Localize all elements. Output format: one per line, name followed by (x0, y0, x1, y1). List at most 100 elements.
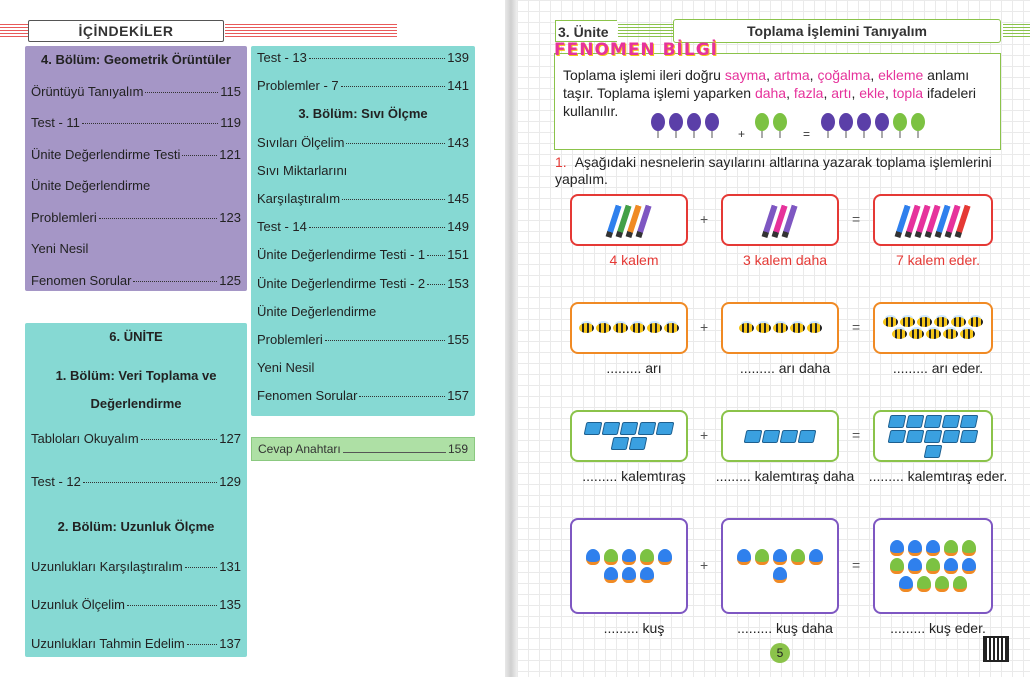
toc-entry-page: 123 (219, 210, 241, 225)
answer-label: ......... kuş (560, 620, 708, 636)
bee-icon (934, 317, 949, 327)
sharpener-icon (602, 422, 621, 435)
object-card (873, 194, 993, 246)
toc-entry-page: 151 (447, 247, 469, 262)
toc-entry-page: 141 (447, 78, 469, 93)
toc-entry-page: 115 (220, 84, 241, 99)
bee-icon (756, 323, 771, 333)
toc-entry[interactable]: Yeni Nesil (31, 241, 241, 256)
toc-heading: 3. Bölüm: Sıvı Ölçme (257, 106, 469, 121)
right-page: 3. Ünite Toplama İşlemini Tanıyalım Topl… (517, 0, 1030, 677)
sharpener-icon (942, 430, 961, 443)
answer-label: ......... kalemtıraş (560, 468, 708, 484)
object-card (721, 194, 839, 246)
balloon-icon (755, 113, 769, 138)
answer-label: ......... arı daha (711, 360, 859, 376)
bee-icon (613, 323, 628, 333)
toc-heading: 4. Bölüm: Geometrik Örüntüler (31, 52, 241, 67)
bee-icon (951, 317, 966, 327)
object-card (570, 302, 688, 354)
answer-label: ......... kalemtıraş eder. (863, 468, 1013, 484)
object-card (873, 302, 993, 354)
left-page: İÇİNDEKİLER 4. Bölüm: Geometrik Örüntüle… (0, 0, 505, 677)
bee-icon (630, 323, 645, 333)
toc-entry-label: 6. ÜNİTE (109, 329, 162, 344)
toc-entry[interactable]: Ünite Değerlendirme (257, 304, 469, 319)
toc-entry[interactable]: Sıvıları Ölçelim143 (257, 135, 469, 150)
bee-icon (960, 329, 975, 339)
toc-entry-label: 2. Bölüm: Uzunluk Ölçme (58, 519, 215, 534)
balloon-icon (651, 113, 665, 138)
toc-entry[interactable]: Test - 11119 (31, 115, 241, 130)
bird-icon (640, 549, 654, 565)
sharpener-icon (888, 415, 907, 428)
toc-entry-page: 131 (219, 559, 241, 574)
toc-entry[interactable]: Ünite Değerlendirme Testi - 2 153 (257, 276, 469, 291)
answer-label: 3 kalem daha (711, 252, 859, 268)
toc-entry-label: Karşılaştıralım (257, 191, 340, 206)
sharpener-icon (888, 430, 907, 443)
toc-entry[interactable]: Karşılaştıralım145 (257, 191, 469, 206)
toc-entry[interactable]: Uzunlukları Tahmin Edelim137 (31, 636, 241, 651)
answer-key-page: 159 (448, 442, 468, 456)
answer-key-entry[interactable]: Cevap Anahtarı 159 (251, 437, 475, 461)
bird-icon (604, 567, 618, 583)
toc-entry-label: Uzunluk Ölçelim (31, 597, 125, 612)
object-card (570, 410, 688, 462)
bee-icon (790, 323, 805, 333)
toc-entry[interactable]: Test - 12129 (31, 474, 241, 489)
toc-entry[interactable]: Problemler - 7141 (257, 78, 469, 93)
info-box: Toplama işlemi ileri doğru sayma, artma,… (554, 53, 1001, 150)
balloon-icon (773, 113, 787, 138)
toc-entry[interactable]: Yeni Nesil (257, 360, 469, 375)
object-card (873, 410, 993, 462)
fenomen-bilgi-logo: FENOMEN BİLGİ (554, 40, 718, 60)
toc-entry[interactable]: Problemleri155 (257, 332, 469, 347)
bird-icon (917, 576, 931, 592)
toc-entry[interactable]: Ünite Değerlendirme (31, 178, 241, 193)
sharpener-icon (584, 422, 603, 435)
toc-entry-page: 121 (219, 147, 241, 162)
toc-entry-page: 135 (219, 597, 241, 612)
toc-entry[interactable]: Ünite Değerlendirme Testi121 (31, 147, 241, 162)
question-number: 1. (555, 154, 567, 170)
sharpener-icon (924, 415, 943, 428)
toc-entry[interactable]: Sıvı Miktarlarını (257, 163, 469, 178)
answer-label: 4 kalem (560, 252, 708, 268)
toc-box-unit5-part4: 4. Bölüm: Geometrik ÖrüntülerÖrüntüyü Ta… (25, 46, 247, 291)
toc-entry-label: Değerlendirme (90, 396, 181, 411)
toc-entry-page: 127 (219, 431, 241, 446)
bird-icon (890, 540, 904, 556)
header-lines (618, 24, 673, 38)
toc-entry-label: Problemleri (257, 332, 323, 347)
bird-icon (640, 567, 654, 583)
toc-entry[interactable]: Problemleri123 (31, 210, 241, 225)
header-lines (0, 24, 28, 38)
bird-icon (899, 576, 913, 592)
bird-icon (935, 576, 949, 592)
bird-icon (586, 549, 600, 565)
toc-entry-page: 153 (447, 276, 469, 291)
toc-entry-page: 143 (447, 135, 469, 150)
object-card (873, 518, 993, 614)
equals-sign: = (852, 211, 860, 227)
toc-entry[interactable]: Test - 13139 (257, 50, 469, 65)
balloon-illustration: += (650, 112, 950, 138)
answer-label: 7 kalem eder. (863, 252, 1013, 268)
toc-entry-page: 137 (219, 636, 241, 651)
bird-icon (737, 549, 751, 565)
toc-entry[interactable]: Test - 14149 (257, 219, 469, 234)
bee-icon (596, 323, 611, 333)
toc-entry-label: Ünite Değerlendirme Testi - 2 (257, 276, 425, 291)
toc-entry[interactable]: Tabloları Okuyalım127 (31, 431, 241, 446)
object-card (721, 410, 839, 462)
toc-entry[interactable]: Uzunluk Ölçelim 135 (31, 597, 241, 612)
sharpener-icon (942, 415, 961, 428)
toc-entry[interactable]: Ünite Değerlendirme Testi - 1151 (257, 247, 469, 262)
toc-entry[interactable]: Uzunlukları Karşılaştıralım131 (31, 559, 241, 574)
toc-entry[interactable]: Fenomen Sorular125 (31, 273, 241, 288)
toc-entry[interactable]: Örüntüyü Tanıyalım115 (31, 84, 241, 99)
bee-icon (773, 323, 788, 333)
object-card (721, 518, 839, 614)
toc-entry[interactable]: Fenomen Sorular157 (257, 388, 469, 403)
